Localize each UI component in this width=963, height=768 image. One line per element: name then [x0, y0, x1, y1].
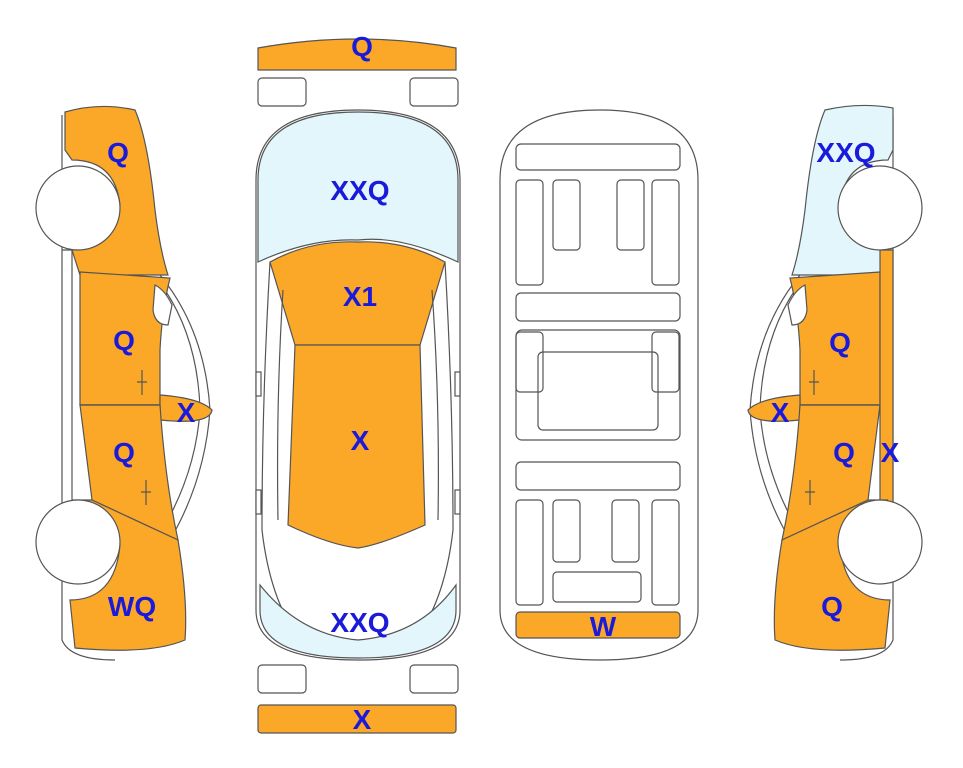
windshield: [257, 111, 459, 263]
left-front-fender: [64, 105, 169, 276]
underbody-crossmember-front: [515, 292, 681, 322]
underbody-front-right-rail: [651, 179, 680, 286]
label-left-mirror: X: [177, 397, 196, 428]
front-bumper: [257, 38, 457, 71]
label-right-rear-quarter: Q: [821, 591, 843, 622]
label-rear-window: XXQ: [330, 607, 389, 638]
right-front-door-handle: [809, 370, 819, 395]
label-right-rear-door: Q: [833, 437, 855, 468]
label-left-front-door: Q: [113, 325, 135, 356]
underbody-front-right-inner: [616, 179, 645, 251]
label-roof-front: X1: [343, 281, 377, 312]
label-right-mirror: X: [771, 397, 790, 428]
label-left-rear-door: Q: [113, 437, 135, 468]
top-right-pillar-inner: [431, 289, 439, 521]
top-right-handle: [454, 489, 461, 515]
underbody-rear-right-inner: [611, 499, 640, 563]
right-rear-wheel: [837, 499, 923, 585]
top-left-handle: [255, 489, 262, 515]
left-side-window: [152, 284, 173, 326]
left-side-view: [35, 105, 213, 661]
underbody-front-left-rail: [515, 179, 544, 286]
roof: [287, 344, 426, 549]
label-left-front-fender: Q: [107, 137, 129, 168]
underbody-front-left-inner: [552, 179, 581, 251]
label-right-front-glass: XXQ: [816, 137, 875, 168]
front-left-light: [257, 77, 307, 107]
top-left-mirror: [255, 371, 262, 397]
right-front-wheel: [837, 165, 923, 251]
right-mirror: [747, 394, 801, 422]
underbody-rear-left-inner: [552, 499, 581, 563]
front-right-light: [409, 77, 459, 107]
label-windshield: XXQ: [330, 175, 389, 206]
underbody-rear-panel: [552, 571, 642, 603]
underbody-outline: [499, 109, 699, 661]
label-right-pillar: X: [881, 437, 900, 468]
left-side-body-outline: [61, 115, 116, 661]
underbody-rear-right-rail: [651, 499, 680, 606]
left-rear-door-handle: [141, 480, 151, 505]
roof-front: [269, 241, 446, 346]
rear-window: [259, 583, 457, 659]
right-pillar: [879, 249, 894, 511]
rear-left-light: [257, 664, 307, 694]
label-underbody-rear: W: [590, 611, 617, 642]
underbody-right-mid: [651, 331, 680, 393]
label-front-bumper: Q: [351, 31, 373, 62]
label-roof: X: [351, 425, 370, 456]
underbody-view: [499, 109, 699, 661]
top-view: [255, 38, 461, 734]
top-right-mirror: [454, 371, 461, 397]
left-front-wheel: [35, 165, 121, 251]
right-side-window: [787, 284, 808, 326]
right-side-view: [747, 104, 923, 661]
label-rear-bumper: X: [353, 704, 372, 735]
underbody-rear-left-rail: [515, 499, 544, 606]
left-rocker: [62, 249, 73, 511]
label-right-front-door: Q: [829, 327, 851, 358]
underbody-center-panel: [537, 351, 659, 431]
left-front-door-handle: [137, 370, 147, 395]
underbody-rear-damage: [515, 611, 681, 639]
label-left-rear-quarter: WQ: [108, 591, 156, 622]
rear-right-light: [409, 664, 459, 694]
top-right-pillar: [414, 261, 454, 641]
right-rear-door-handle: [805, 480, 815, 505]
underbody-front-panel: [515, 143, 681, 171]
left-mirror: [159, 394, 213, 422]
underbody-mid-top: [515, 329, 681, 441]
top-left-pillar-inner: [276, 289, 284, 521]
top-left-pillar: [261, 261, 301, 641]
underbody-crossmember-rear: [515, 461, 681, 491]
rear-bumper: [257, 704, 457, 734]
right-side-body-outline: [839, 115, 894, 661]
left-rear-wheel: [35, 499, 121, 585]
